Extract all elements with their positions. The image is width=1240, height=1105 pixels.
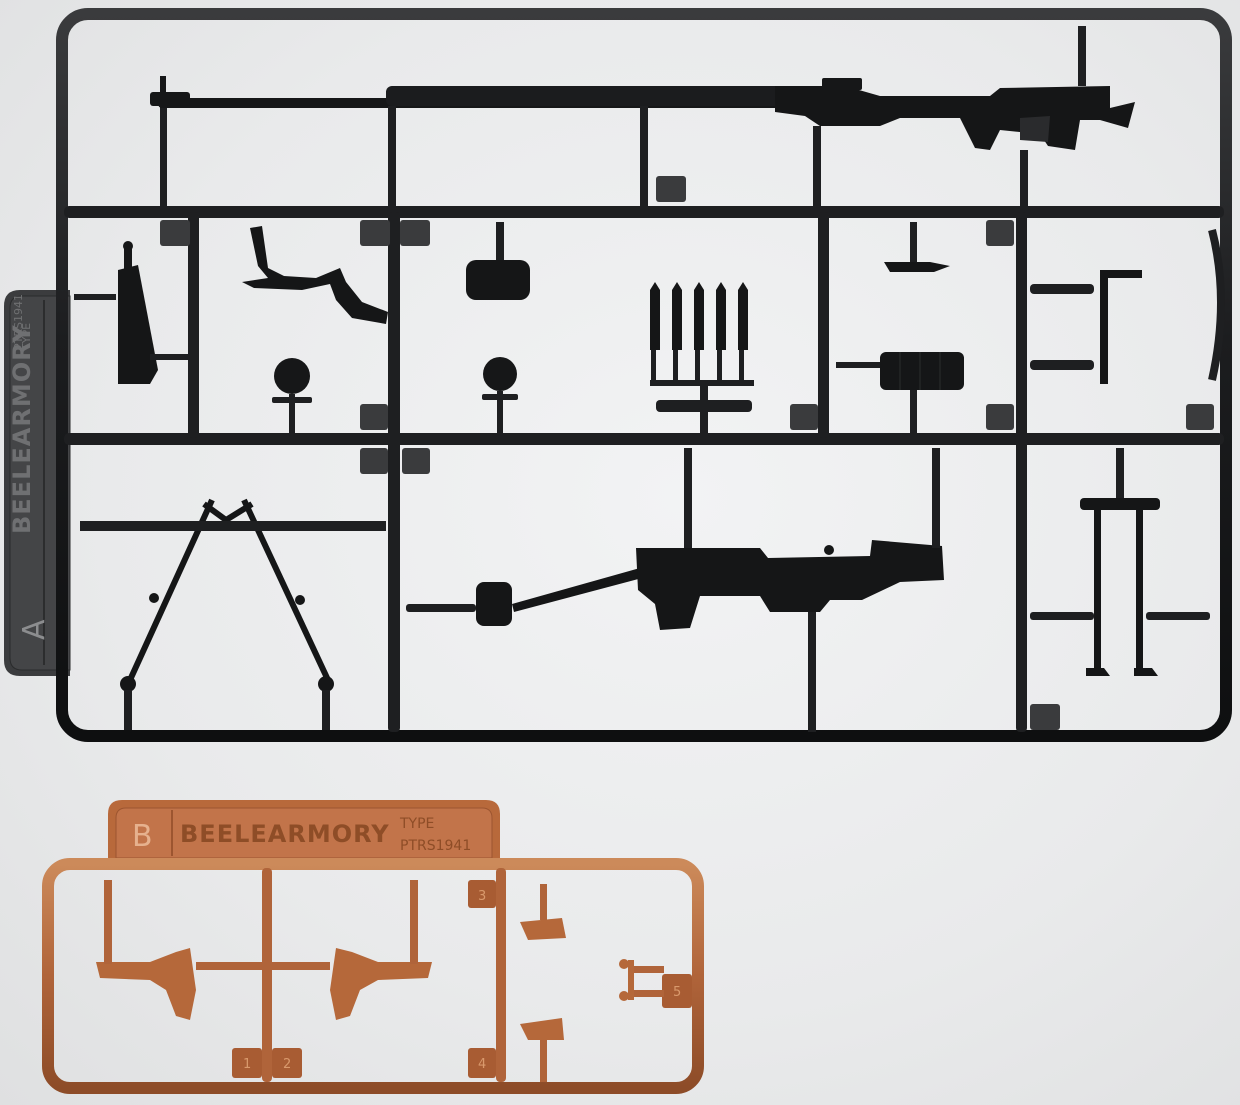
sprue-b-letter: B bbox=[132, 819, 153, 854]
ammo-clip-part bbox=[836, 352, 964, 436]
part-number-1: 1 bbox=[243, 1057, 251, 1072]
stock-half-right-part bbox=[272, 880, 432, 1020]
stock-half-left-part bbox=[96, 880, 262, 1020]
sprue-b-type: TYPE bbox=[399, 816, 434, 832]
sprue-a-logo: BEELEARMORY bbox=[8, 324, 36, 534]
bolt-handle-part bbox=[242, 226, 388, 324]
bipod-legs-part bbox=[1030, 448, 1210, 676]
sprue-b: B BEELEARMORY TYPE PTRS1941 1 2 3 4 5 bbox=[42, 800, 704, 1094]
magazine-drum-part bbox=[466, 222, 530, 300]
sprue-a-label-tab: A BEELEARMORY TYPE PTRS1941 bbox=[4, 290, 71, 676]
receiver-part bbox=[406, 448, 944, 732]
sprue-a-type: TYPE bbox=[20, 323, 33, 351]
sprue-a-frame bbox=[56, 8, 1232, 742]
sling-swivel-part-3 bbox=[520, 884, 566, 940]
part-number-2: 2 bbox=[283, 1057, 291, 1072]
bipod-part bbox=[80, 498, 386, 682]
sprue-a-type-model: PTRS1941 bbox=[12, 294, 25, 350]
sprue-b-type-model: PTRS1941 bbox=[400, 838, 471, 854]
pin-part-5 bbox=[619, 959, 664, 1001]
part-number-5: 5 bbox=[673, 985, 681, 1000]
sling-swivel-part-4 bbox=[520, 1018, 564, 1082]
sprue-b-label-tab: B BEELEARMORY TYPE PTRS1941 bbox=[108, 800, 500, 862]
round-knob-part-1 bbox=[272, 358, 312, 438]
rifle-barrel-part bbox=[150, 76, 1135, 150]
sprue-b-frame bbox=[42, 858, 704, 1094]
part-number-3: 3 bbox=[478, 889, 486, 904]
bipod-feet bbox=[120, 593, 334, 730]
stock-piece-part bbox=[74, 241, 190, 384]
lever-part bbox=[884, 222, 950, 272]
handle-bracket-part bbox=[1030, 229, 1225, 384]
part-number-4: 4 bbox=[478, 1057, 486, 1072]
sprue-a: A BEELEARMORY TYPE PTRS1941 bbox=[4, 8, 1232, 742]
round-knob-part-2 bbox=[482, 357, 518, 437]
sprue-b-logo: BEELEARMORY bbox=[180, 820, 390, 848]
sprue-a-letter: A bbox=[17, 619, 52, 640]
cartridges-part bbox=[650, 282, 754, 436]
